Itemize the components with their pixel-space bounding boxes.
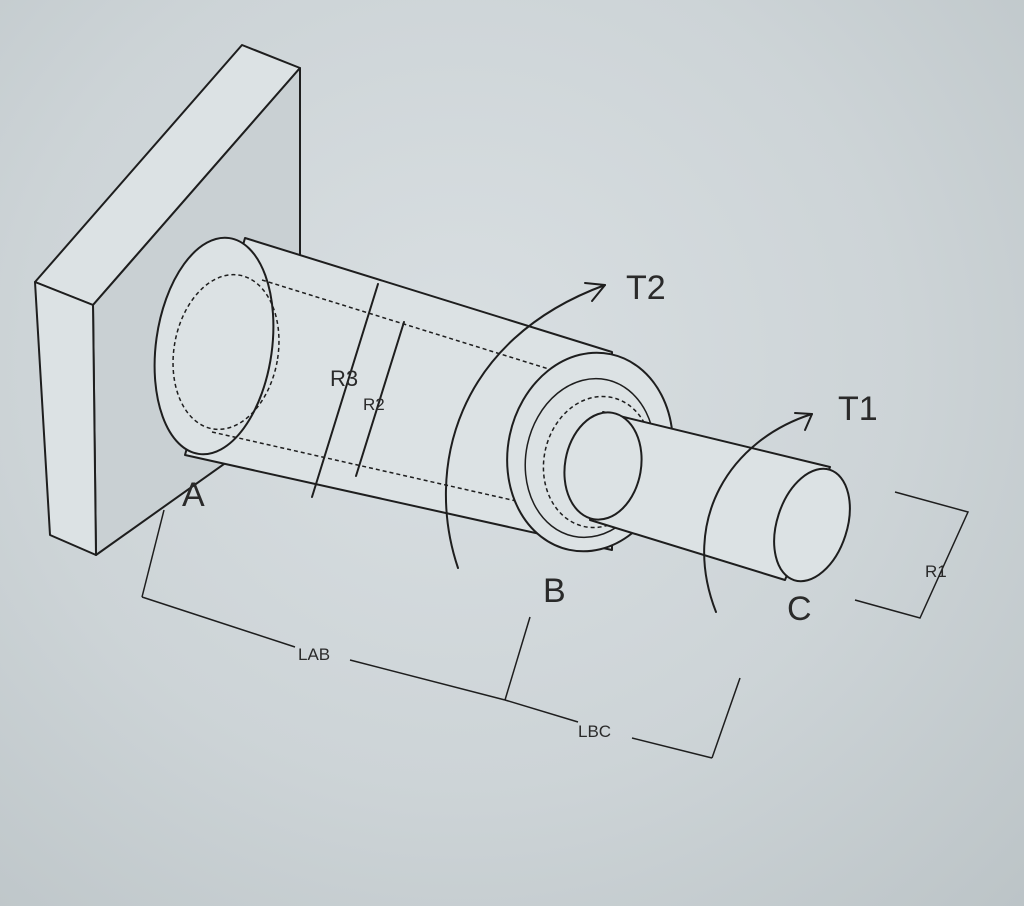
torque-arc-t1 — [703, 413, 813, 613]
label-r1: R1 — [925, 562, 947, 581]
solid-shaft-bc — [563, 411, 851, 583]
hollow-shaft-ab — [153, 236, 674, 553]
dim-extension-a — [141, 509, 165, 598]
torque-arrowhead-t1 — [794, 412, 813, 431]
hollow-end-inner-a — [172, 273, 280, 431]
solid-shaft-end-c — [773, 467, 851, 583]
section-line-r2 — [355, 321, 405, 477]
label-r3: R3 — [330, 366, 358, 391]
torque-arrow-t1 — [703, 412, 813, 613]
torque-arrowhead-t2 — [584, 282, 606, 302]
dim-line-ab-left — [141, 596, 296, 648]
hollow-end-outer-a — [153, 236, 275, 456]
r1-dimension-bracket — [854, 491, 970, 619]
label-t1: T1 — [838, 390, 878, 428]
length-dimensions — [141, 509, 741, 759]
dim-extension-b — [504, 616, 531, 701]
solid-shaft-start — [563, 411, 643, 521]
dim-extension-c — [711, 677, 741, 759]
label-lab: LAB — [298, 645, 330, 664]
torque-arrow-t2 — [444, 282, 606, 569]
torque-arc-t2 — [444, 284, 606, 569]
label-point-c: C — [787, 590, 812, 628]
label-point-a: A — [182, 476, 205, 514]
dim-line-bc-right — [631, 737, 713, 759]
label-lbc: LBC — [578, 722, 611, 741]
section-line-r3 — [311, 283, 379, 498]
label-point-b: B — [543, 572, 566, 610]
dim-line-ab-right — [349, 659, 506, 701]
label-r2: R2 — [363, 395, 385, 414]
label-t2: T2 — [626, 269, 666, 307]
wall-side-face — [34, 281, 97, 556]
dim-line-bc-left — [504, 699, 579, 723]
